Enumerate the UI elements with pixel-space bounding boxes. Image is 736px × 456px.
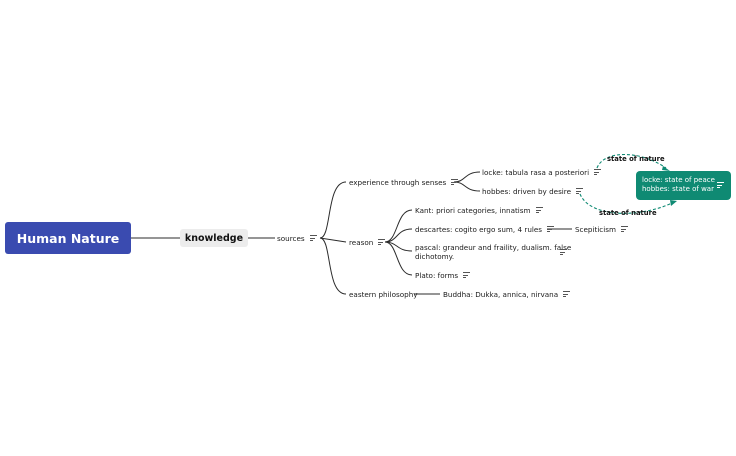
connector-reason-kant (384, 209, 413, 243)
topic-sources-label: sources (277, 234, 305, 243)
note-icon[interactable] (621, 226, 629, 232)
note-icon[interactable] (560, 249, 567, 255)
note-icon[interactable] (594, 169, 602, 175)
callout-line2: hobbes: state of war (642, 185, 714, 193)
note-icon[interactable] (463, 272, 471, 278)
topic-buddha[interactable]: Buddha: Dukka, annica, nirvana (443, 290, 571, 299)
connector-reason-descartes (384, 228, 413, 243)
note-icon[interactable] (563, 291, 571, 297)
note-icon[interactable] (535, 207, 543, 213)
topic-locke-label: locke: tabula rasa a posteriori (482, 168, 590, 177)
root-topic-label: Human Nature (16, 230, 120, 246)
topic-plato-label: Plato: forms (415, 271, 459, 280)
topic-kant[interactable]: Kant: priori categories, innatism (415, 206, 543, 215)
main-topic-label: knowledge (184, 232, 244, 244)
callout-state-of-nature[interactable]: locke: state of peace hobbes: state of w… (636, 171, 731, 200)
connector-experience-hobbes (453, 181, 481, 192)
connector-reason-plato (384, 241, 413, 276)
topic-pascal-label-line2: dichotomy. (415, 252, 455, 261)
topic-descartes-label: descartes: cogito ergo sum, 4 rules (415, 225, 543, 234)
topic-hobbes-label: hobbes: driven by desire (482, 187, 572, 196)
topic-eastern-label: eastern philosophy (349, 290, 418, 299)
topic-locke[interactable]: locke: tabula rasa a posteriori (482, 168, 602, 177)
note-icon[interactable] (451, 179, 459, 185)
topic-experience[interactable]: experience through senses (349, 178, 459, 187)
relationship-label-locke[interactable]: state of nature (607, 155, 665, 163)
connector-sources-eastern (319, 237, 347, 295)
topic-scepticism[interactable]: Scepiticism (575, 225, 629, 234)
topic-pascal-label-line1: pascal: grandeur and fraility, dualism. … (415, 243, 572, 252)
topic-pascal[interactable]: pascal: grandeur and fraility, dualism. … (415, 243, 571, 261)
topic-sources[interactable]: sources (277, 234, 317, 243)
relationship-arrow-locke (662, 166, 670, 171)
topic-eastern[interactable]: eastern philosophy (349, 290, 418, 299)
topic-kant-label: Kant: priori categories, innatism (415, 206, 531, 215)
relationship-line-locke[interactable] (596, 153, 667, 169)
relationship-arrow-hobbes (670, 200, 677, 206)
relationship-label-hobbes[interactable]: state of nature (599, 209, 657, 217)
topic-plato[interactable]: Plato: forms (415, 271, 471, 280)
topic-buddha-label: Buddha: Dukka, annica, nirvana (443, 290, 559, 299)
topic-hobbes[interactable]: hobbes: driven by desire (482, 187, 584, 196)
main-topic-knowledge[interactable]: knowledge (180, 229, 248, 247)
connector-sources-reason (319, 237, 347, 243)
note-icon[interactable] (378, 239, 386, 245)
connector-experience-locke (453, 171, 481, 183)
root-topic[interactable]: Human Nature (5, 222, 131, 254)
callout-line1: locke: state of peace (642, 176, 715, 184)
connector-sources-experience (319, 181, 347, 239)
topic-descartes[interactable]: descartes: cogito ergo sum, 4 rules (415, 225, 555, 234)
note-icon[interactable] (547, 226, 555, 232)
note-icon[interactable] (576, 188, 584, 194)
topic-experience-label: experience through senses (349, 178, 447, 187)
note-icon[interactable] (717, 182, 724, 188)
topic-reason-label: reason (349, 238, 374, 247)
topic-scepticism-label: Scepiticism (575, 225, 617, 234)
topic-reason[interactable]: reason (349, 238, 386, 247)
note-icon[interactable] (309, 235, 317, 241)
